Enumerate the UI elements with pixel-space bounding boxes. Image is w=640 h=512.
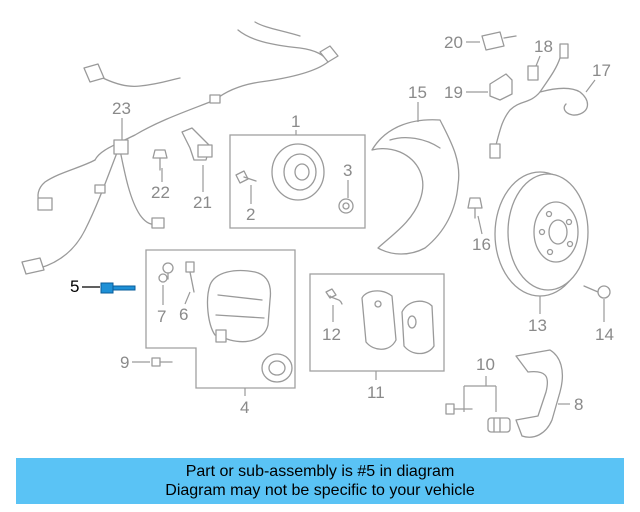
part-10-sleeve[interactable] bbox=[487, 417, 511, 433]
callout-9: 9 bbox=[120, 353, 129, 372]
callout-14: 14 bbox=[595, 325, 614, 344]
part-8-caliper-carrier[interactable] bbox=[515, 349, 564, 438]
part-19-bracket[interactable] bbox=[489, 73, 513, 101]
callout-6: 6 bbox=[179, 305, 188, 324]
callout-22: 22 bbox=[151, 183, 170, 202]
part-13-brake-rotor[interactable] bbox=[494, 171, 589, 297]
callout-11: 11 bbox=[367, 383, 385, 402]
part-14-screw[interactable] bbox=[583, 285, 611, 299]
callout-23: 23 bbox=[112, 99, 131, 118]
callout-17: 17 bbox=[592, 61, 611, 80]
callout-1: 1 bbox=[291, 112, 300, 131]
box-4-caliper bbox=[145, 249, 296, 389]
callout-2: 2 bbox=[246, 205, 255, 224]
callout-21: 21 bbox=[193, 193, 212, 212]
part-15-backing-plate[interactable] bbox=[371, 119, 460, 255]
caliper-body[interactable] bbox=[206, 269, 272, 343]
part-5-bolt[interactable] bbox=[100, 282, 136, 294]
part-1-wheel-hub[interactable] bbox=[271, 143, 325, 201]
banner-line-2: Diagram may not be specific to your vehi… bbox=[165, 482, 475, 499]
parts-diagram: 23 22 21 1 2 3 5 4 bbox=[21, 21, 614, 438]
callout-4: 4 bbox=[240, 398, 249, 417]
part-17-abs-sensor[interactable] bbox=[489, 43, 589, 159]
part-10-guide-bolt[interactable] bbox=[445, 403, 473, 415]
caliper-piston-seal[interactable] bbox=[261, 353, 293, 383]
callout-10: 10 bbox=[476, 355, 495, 374]
banner-line-1: Part or sub-assembly is #5 in diagram bbox=[185, 463, 455, 480]
part-9-bolt[interactable] bbox=[151, 357, 173, 367]
part-16-bolt[interactable] bbox=[467, 197, 483, 219]
box-1-hub bbox=[229, 134, 366, 229]
callout-5: 5 bbox=[70, 277, 79, 296]
part-6-pin[interactable] bbox=[185, 261, 195, 293]
callout-7: 7 bbox=[157, 307, 166, 326]
callout-8: 8 bbox=[574, 395, 583, 414]
part-12-wear-sensor[interactable] bbox=[325, 288, 343, 305]
callout-12: 12 bbox=[322, 325, 341, 344]
callout-18: 18 bbox=[534, 37, 553, 56]
callout-15: 15 bbox=[408, 83, 427, 102]
callout-20: 20 bbox=[444, 33, 463, 52]
brake-pad-inner[interactable] bbox=[361, 290, 397, 350]
callout-13: 13 bbox=[528, 316, 547, 335]
callout-3: 3 bbox=[343, 161, 352, 180]
part-7-bleeder[interactable] bbox=[158, 262, 174, 283]
info-banner: Part or sub-assembly is #5 in diagram Di… bbox=[16, 458, 624, 504]
callout-19: 19 bbox=[444, 83, 463, 102]
part-20-bracket[interactable] bbox=[481, 31, 517, 51]
part-21-sensor[interactable] bbox=[181, 127, 213, 161]
part-3-nut[interactable] bbox=[338, 198, 354, 214]
brake-pad-outer[interactable] bbox=[401, 300, 435, 355]
part-22-bolt[interactable] bbox=[152, 149, 168, 171]
part-2-bolt[interactable] bbox=[235, 170, 257, 184]
box-11-pads bbox=[309, 273, 445, 372]
part-18-clip[interactable] bbox=[527, 65, 539, 81]
callout-16: 16 bbox=[472, 235, 491, 254]
wiring-harness[interactable] bbox=[21, 21, 339, 275]
